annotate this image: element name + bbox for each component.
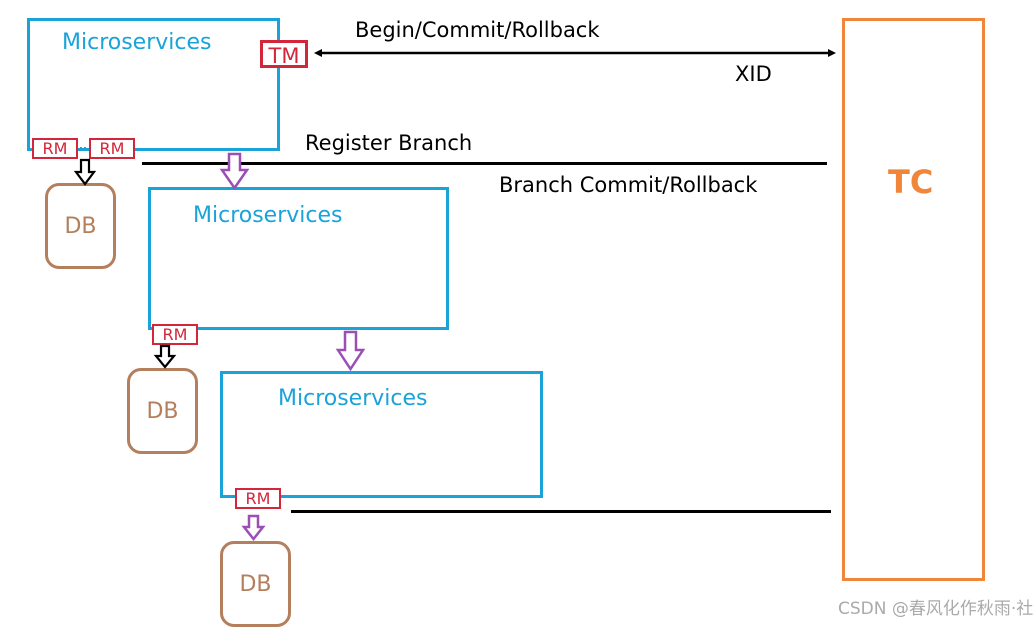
transaction-coordinator-label: TC <box>888 163 934 201</box>
microservice-label-3: Microservices <box>278 386 428 411</box>
register-branch-line <box>142 162 827 165</box>
microservice-box-3 <box>220 371 543 498</box>
database-label-1: DB <box>64 213 97 239</box>
transaction-coordinator-box <box>842 18 985 581</box>
rm-tag-1b: RM <box>89 138 135 159</box>
rm-to-db-arrow-3 <box>241 514 266 542</box>
rm-to-db-arrow-2 <box>153 344 177 369</box>
database-1: DB <box>45 183 116 269</box>
branch-commit-rollback-caption: Branch Commit/Rollback <box>499 173 758 197</box>
watermark-text: CSDN @春风化作秋雨·社区 <box>838 599 1033 619</box>
branch-line-bottom <box>291 510 831 513</box>
ms1-to-ms2-arrow <box>219 152 250 191</box>
tm-tc-double-arrow <box>314 49 836 57</box>
xid-caption: XID <box>735 62 772 86</box>
register-branch-caption: Register Branch <box>305 131 473 155</box>
database-label-2: DB <box>146 398 179 424</box>
microservice-box-1 <box>27 18 280 151</box>
database-label-3: DB <box>239 571 272 597</box>
database-3: DB <box>220 541 291 627</box>
rm-tag-1a: RM <box>32 138 78 159</box>
ms2-to-ms3-arrow <box>335 330 366 372</box>
begin-commit-rollback-caption: Begin/Commit/Rollback <box>355 18 600 42</box>
rm-tag-2: RM <box>152 324 198 345</box>
rm-to-db-arrow-1 <box>73 158 97 186</box>
database-2: DB <box>127 368 198 454</box>
microservice-box-2 <box>148 187 449 330</box>
microservice-label-2: Microservices <box>193 203 343 228</box>
rm-tag-3: RM <box>235 488 281 509</box>
microservice-label-1: Microservices <box>62 30 212 55</box>
tm-tag: TM <box>260 40 308 68</box>
